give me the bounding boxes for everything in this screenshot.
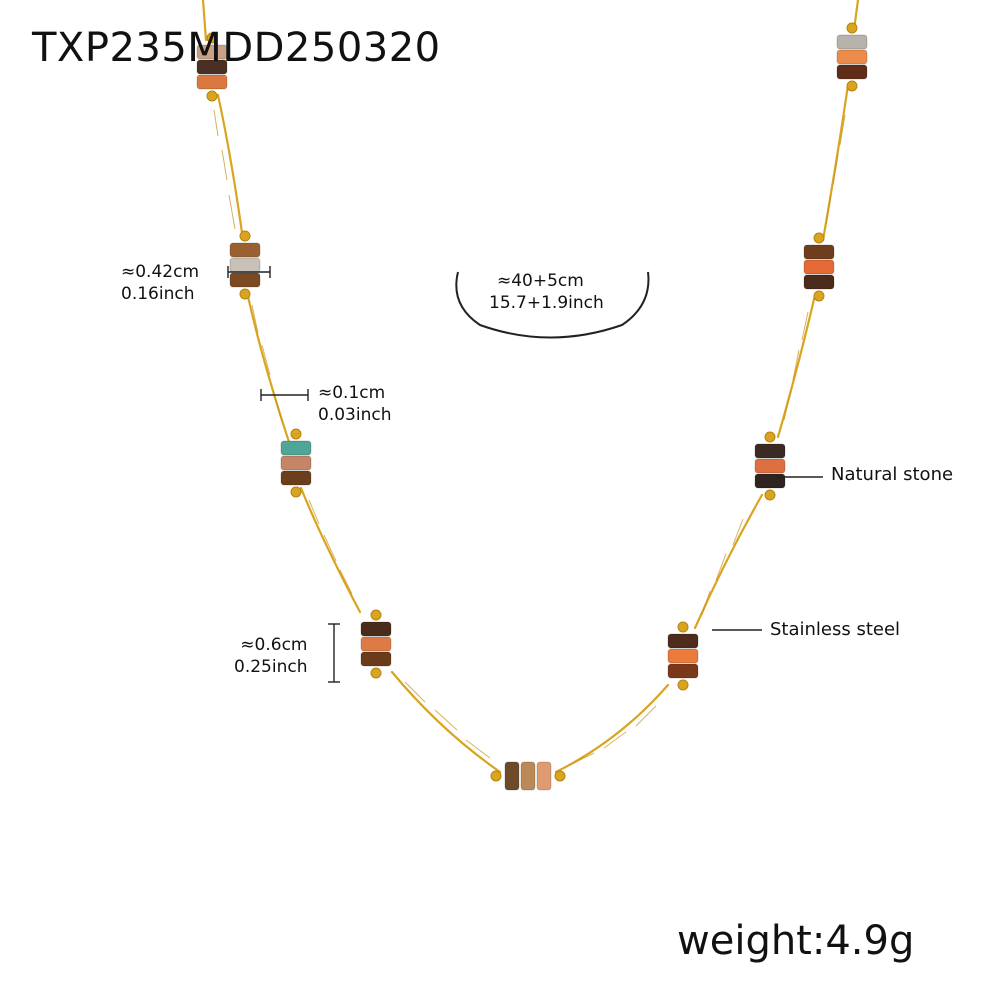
stone-width-label: ≈0.42cm 0.16inch xyxy=(121,264,199,303)
stone-disc xyxy=(667,648,699,664)
gold-bead xyxy=(370,667,382,679)
stone-height-metric: ≈0.6cm xyxy=(240,635,308,655)
stone-disc xyxy=(754,458,786,474)
stone-disc xyxy=(754,473,786,489)
gold-bead xyxy=(677,679,689,691)
stone-disc xyxy=(196,44,228,60)
stainless-steel-callout: Stainless steel xyxy=(770,619,901,640)
chain-width-label: ≈0.1cm 0.03inch xyxy=(318,385,391,424)
stone-width-imperial: 0.16inch xyxy=(121,284,195,304)
length-arc-icon xyxy=(455,271,650,339)
stone-disc xyxy=(504,761,520,791)
stone-disc xyxy=(803,259,835,275)
stone-disc xyxy=(280,470,312,486)
gold-bead xyxy=(764,431,776,443)
stone-disc xyxy=(360,636,392,652)
chain xyxy=(201,0,860,774)
gold-bead xyxy=(813,290,825,302)
stone-disc xyxy=(667,663,699,679)
stone-disc xyxy=(803,244,835,260)
stone-height-label: ≈0.6cm 0.25inch xyxy=(234,637,307,676)
stone-width-dimension-line xyxy=(227,266,271,278)
length-metric: ≈40+5cm xyxy=(497,271,584,291)
natural-stone-callout: Natural stone xyxy=(831,464,954,485)
gold-bead xyxy=(206,90,218,102)
stone-disc xyxy=(836,49,868,65)
length-label: ≈40+5cm 15.7+1.9inch xyxy=(489,271,604,312)
gold-bead xyxy=(846,22,858,34)
stone-disc xyxy=(667,633,699,649)
chain-width-imperial: 0.03inch xyxy=(318,405,392,425)
stone-disc xyxy=(360,621,392,637)
stone-disc xyxy=(836,64,868,80)
stone-disc xyxy=(803,274,835,290)
stone-height-dimension-line xyxy=(328,623,340,683)
gold-bead xyxy=(370,609,382,621)
product-sku: TXP235MDD250320 xyxy=(32,25,441,71)
stone-disc xyxy=(536,761,552,791)
gold-bead xyxy=(239,230,251,242)
length-imperial: 15.7+1.9inch xyxy=(489,293,604,313)
stone-disc xyxy=(229,242,261,258)
gold-bead xyxy=(206,32,218,44)
chain-width-dimension-line xyxy=(260,389,309,401)
stone-disc xyxy=(229,272,261,288)
stone-disc xyxy=(196,74,228,90)
stone-disc xyxy=(280,455,312,471)
gold-bead xyxy=(290,428,302,440)
product-weight: weight:4.9g xyxy=(677,918,915,964)
gold-bead xyxy=(677,621,689,633)
stone-disc xyxy=(229,257,261,273)
stone-disc xyxy=(836,34,868,50)
stone-disc xyxy=(754,443,786,459)
stone-width-metric: ≈0.42cm xyxy=(121,262,200,282)
gold-bead xyxy=(813,232,825,244)
gold-bead xyxy=(846,80,858,92)
stone-height-imperial: 0.25inch xyxy=(234,657,308,677)
stone-disc xyxy=(280,440,312,456)
stone-disc xyxy=(196,59,228,75)
gold-bead xyxy=(554,770,566,782)
stone-disc xyxy=(360,651,392,667)
gold-bead xyxy=(764,489,776,501)
gold-bead xyxy=(290,486,302,498)
gold-bead xyxy=(490,770,502,782)
gold-bead xyxy=(239,288,251,300)
stone-disc xyxy=(520,761,536,791)
chain-width-metric: ≈0.1cm xyxy=(318,383,386,403)
